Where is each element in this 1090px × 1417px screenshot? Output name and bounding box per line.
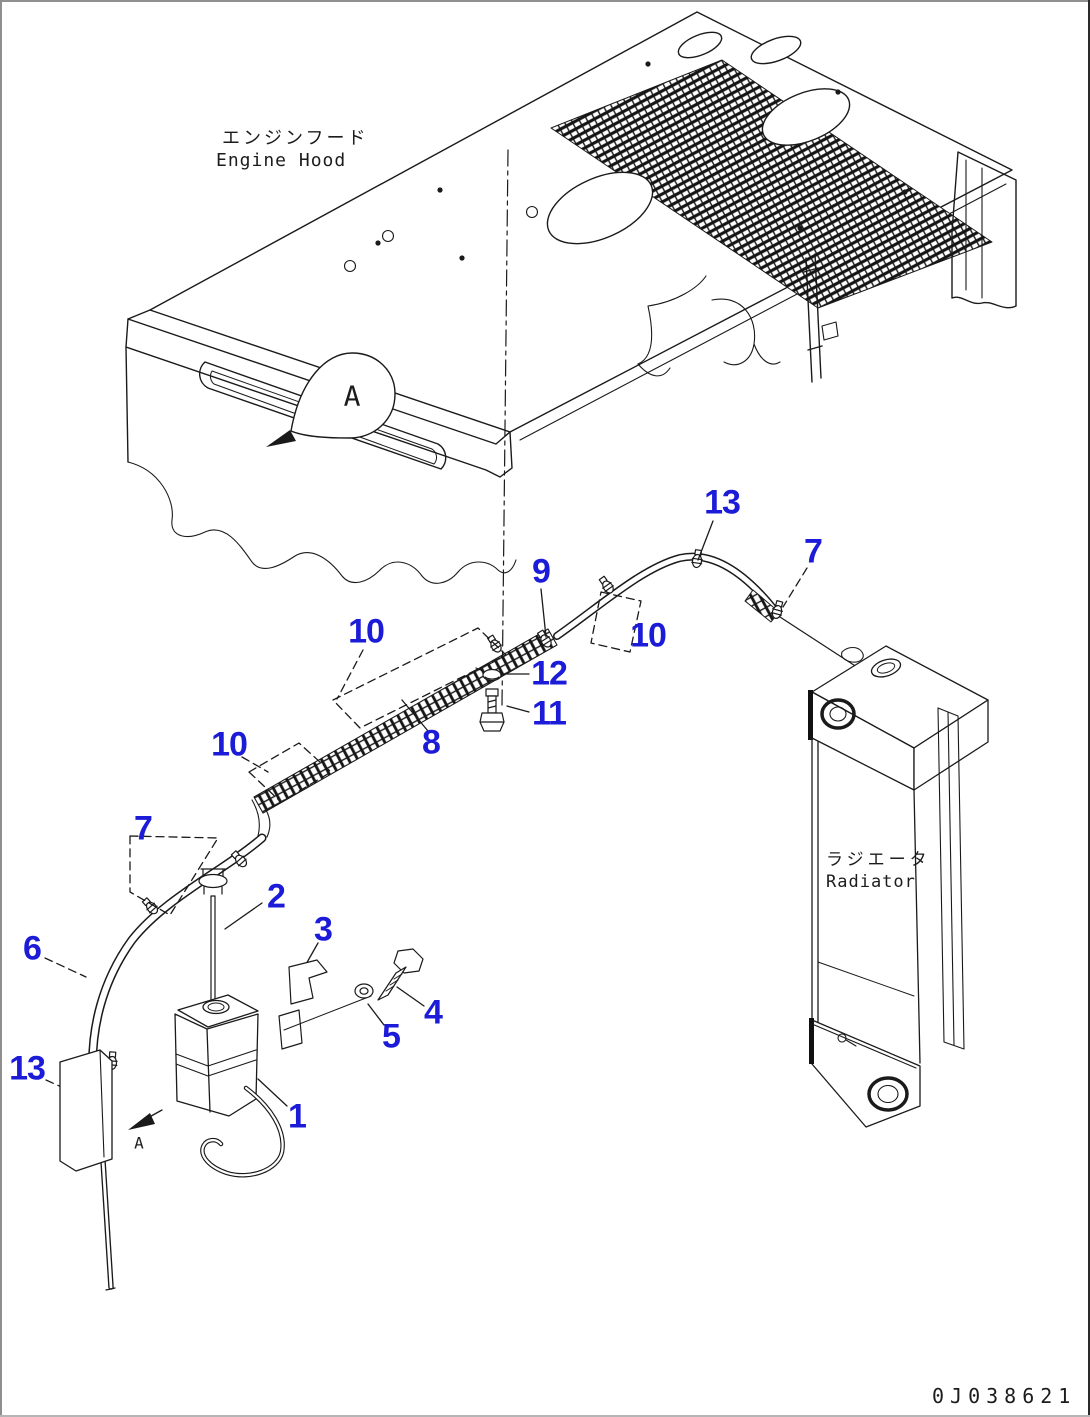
part-callout-13-hose-tie: 13 [704, 483, 741, 522]
view-a-arrow [128, 1109, 163, 1130]
part-callout-1-tank: 1 [288, 1097, 307, 1136]
part-callout-10-upper: 10 [348, 612, 385, 651]
engine-hood-outline [125, 11, 1017, 706]
radiator [808, 645, 989, 1128]
part-callout-13-cover: 13 [9, 1049, 46, 1088]
radiator-label-en: Radiator [826, 872, 916, 892]
view-a-arrow-letter: A [134, 1133, 144, 1153]
view-a-balloon [266, 352, 396, 447]
part-callout-5-washer: 5 [382, 1017, 401, 1056]
part-callout-4-bolt: 4 [424, 993, 443, 1032]
part-callout-8-hose: 8 [422, 723, 441, 762]
part-callout-9: 9 [532, 552, 551, 591]
part-callout-7-clamp-right: 7 [804, 532, 823, 571]
bolt-diagonal [377, 948, 424, 1001]
mount-bracket [278, 959, 372, 1050]
view-a-balloon-letter: A [343, 379, 361, 413]
part-callout-10-arch: 10 [630, 616, 667, 655]
cover-plate [59, 1049, 113, 1172]
hose-arch [553, 552, 907, 700]
engine-hood-label-jp: エンジンフード [222, 128, 369, 149]
grommet [475, 667, 502, 682]
part-callout-11-bolt: 11 [532, 694, 567, 733]
part-callout-3-bracket: 3 [314, 910, 333, 949]
part-callout-12-grommet: 12 [531, 654, 568, 693]
part-callout-7-clamp-left: 7 [134, 809, 153, 848]
engine-hood-label-en: Engine Hood [216, 150, 347, 171]
bolt-vertical [479, 688, 505, 732]
reservoir-tank [174, 994, 285, 1178]
wrapped-hose [251, 628, 558, 838]
washer [354, 983, 374, 999]
page-border-right [1088, 0, 1090, 1417]
part-callout-6-hose-left: 6 [23, 929, 42, 968]
drawing-number: 0J038621 [932, 1384, 1077, 1408]
part-callout-2-cap: 2 [267, 877, 286, 916]
page-border-bottom [0, 1415, 1090, 1417]
part-callout-10-lower: 10 [211, 725, 248, 764]
radiator-label-jp: ラジエータ [826, 850, 931, 870]
cap-dipstick [198, 868, 228, 1003]
hose-clamps [98, 548, 786, 1130]
